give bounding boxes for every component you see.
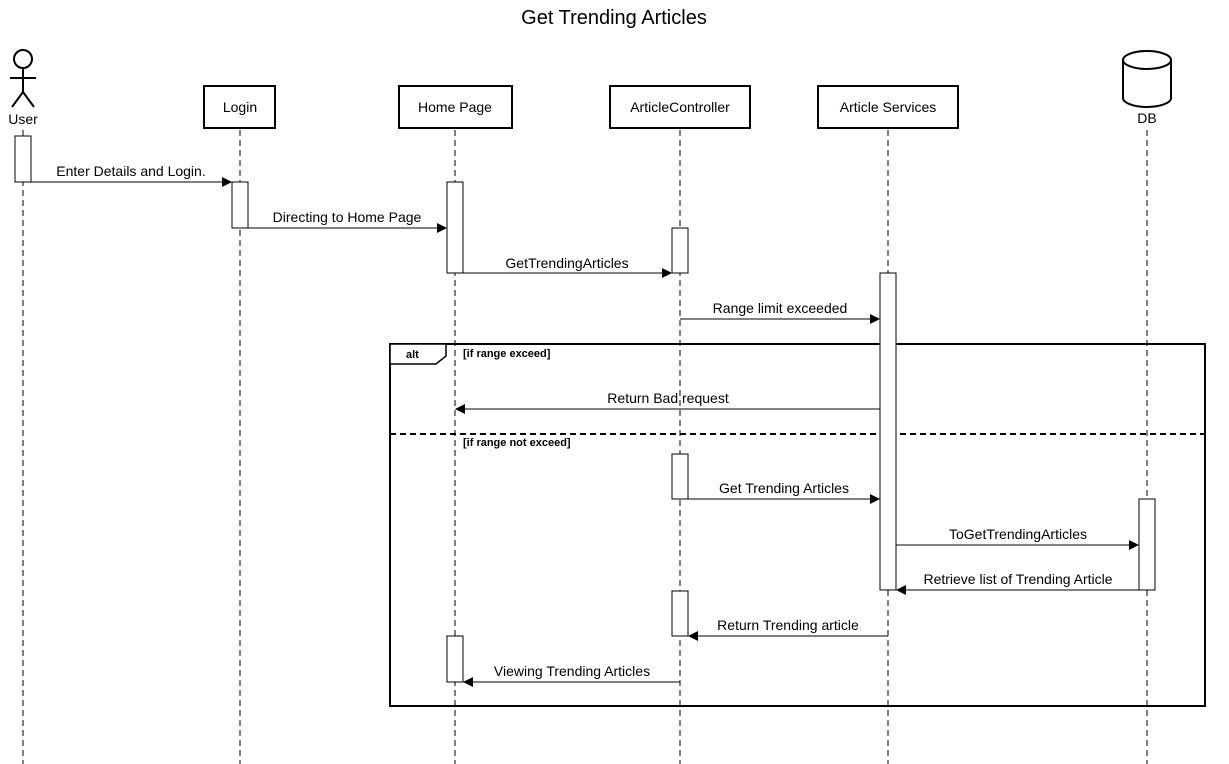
message-label-2: Directing to Home Page — [273, 209, 422, 225]
alt-guard-2: [if range not exceed] — [463, 437, 571, 449]
message-label-7: ToGetTrendingArticles — [949, 526, 1087, 542]
diagram-title: Get Trending Articles — [521, 7, 707, 29]
participant-home-page-label: Home Page — [418, 99, 492, 115]
participant-article-services-label: Article Services — [840, 99, 936, 115]
activation-user — [14, 135, 32, 183]
participant-article-controller-label: ArticleController — [630, 99, 730, 115]
db-label: DB — [1137, 110, 1156, 126]
participant-article-controller: ArticleController — [609, 85, 751, 129]
message-label-4: Range limit exceeded — [713, 300, 848, 316]
user-actor — [10, 49, 36, 108]
message-label-3: GetTrendingArticles — [505, 255, 628, 271]
activation-home-2 — [446, 635, 464, 683]
alt-guard-1: [if range exceed] — [463, 348, 551, 360]
message-label-5: Return Bad request — [607, 390, 729, 406]
message-label-1: Enter Details and Login. — [56, 163, 205, 179]
activation-controller-3 — [671, 590, 689, 637]
message-label-6: Get Trending Articles — [719, 480, 849, 496]
participant-article-services: Article Services — [817, 85, 959, 129]
message-label-10: Viewing Trending Articles — [494, 663, 650, 679]
activation-services — [879, 272, 897, 591]
activation-db — [1138, 498, 1156, 591]
participant-home-page: Home Page — [398, 85, 513, 129]
activation-controller-2 — [671, 453, 689, 500]
message-label-9: Return Trending article — [717, 617, 859, 633]
alt-operator: alt — [406, 349, 419, 361]
activation-bars — [14, 135, 1156, 683]
participant-login-label: Login — [223, 99, 257, 115]
message-label-8: Retrieve list of Trending Article — [923, 571, 1112, 587]
participant-login: Login — [203, 85, 276, 129]
activation-login — [231, 181, 249, 229]
database-icon — [1122, 50, 1172, 108]
messages — [31, 177, 1139, 687]
user-label: User — [8, 111, 38, 127]
alt-fragment — [389, 343, 1206, 707]
activation-home-1 — [446, 181, 464, 274]
activation-controller-1 — [671, 227, 689, 274]
